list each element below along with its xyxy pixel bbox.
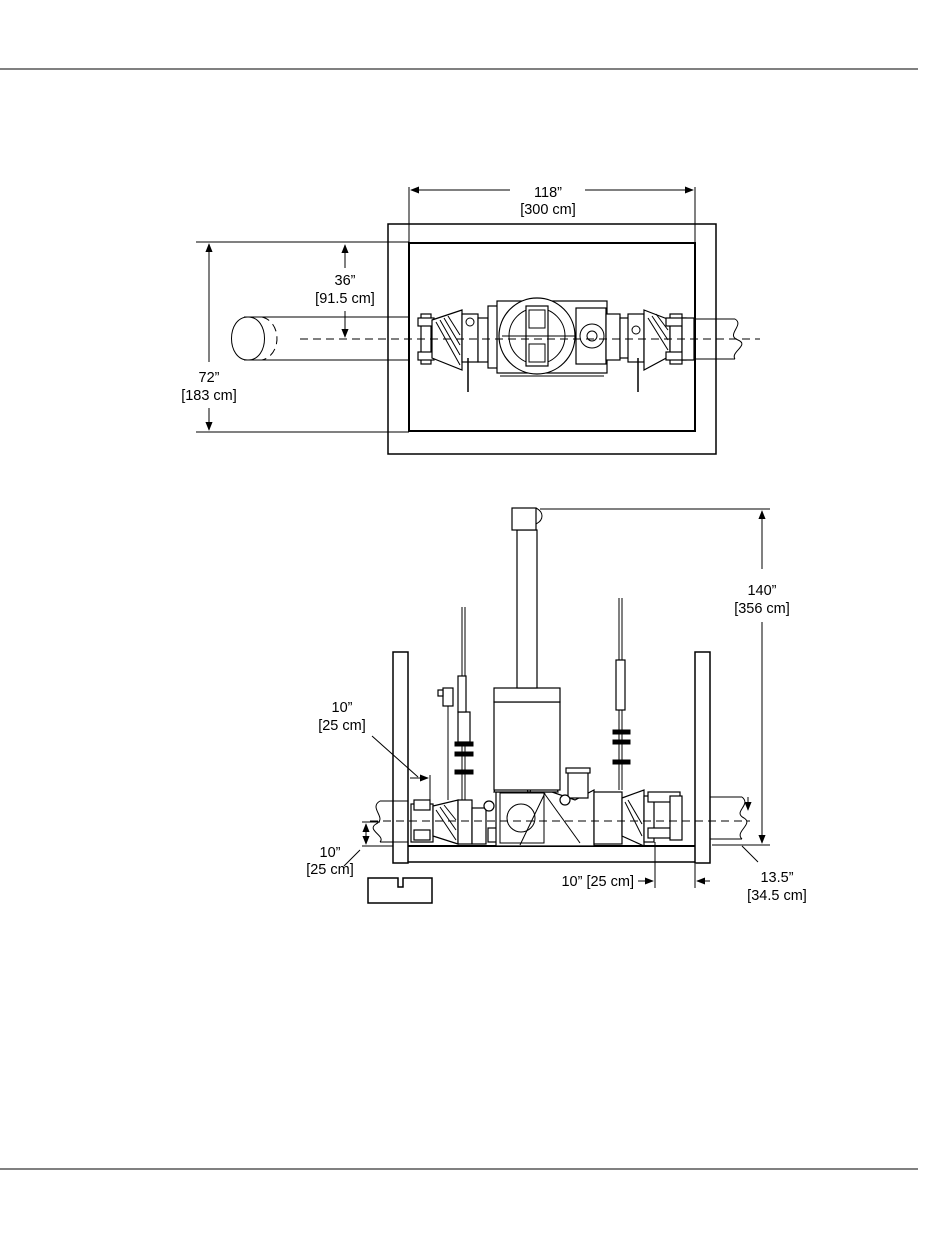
- pump-body-elevation: [472, 508, 594, 846]
- outlet-pipe-elevation: [710, 797, 747, 839]
- right-valve-elevation: [594, 598, 682, 846]
- wall-thickness-metric: [25 cm]: [318, 718, 366, 734]
- pipe-height-label: 13.5”: [760, 870, 793, 886]
- base-height-dimension: [344, 822, 393, 866]
- elevation-height-label: 140”: [747, 583, 776, 599]
- plan-width-metric: [300 cm]: [520, 202, 576, 218]
- plan-width-label: 118”: [534, 185, 562, 201]
- right-wall: [695, 652, 710, 863]
- left-valve-elevation: [411, 607, 473, 844]
- left-wall: [393, 652, 408, 863]
- plan-height-label: 72”: [199, 370, 220, 386]
- pipe-height-metric: [34.5 cm]: [747, 888, 807, 904]
- plan-centerline-label: 36”: [335, 273, 356, 289]
- clearance-dimension: [638, 842, 710, 888]
- plan-height-metric: [183 cm]: [181, 388, 237, 404]
- wall-thickness-label: 10”: [332, 700, 353, 716]
- wall-thickness-dimension: [372, 736, 430, 800]
- base-height-label: 10”: [320, 845, 341, 861]
- pipe-height-dimension: [742, 797, 758, 862]
- plan-centerline-metric: [91.5 cm]: [315, 291, 375, 307]
- pump-assembly-plan: [418, 298, 694, 392]
- elevation-height-metric: [356 cm]: [734, 601, 790, 617]
- base-height-metric: [25 cm]: [306, 862, 354, 878]
- plan-view: [196, 187, 760, 454]
- clearance-label: 10” [25 cm]: [561, 874, 634, 890]
- elevation-view: [344, 508, 770, 903]
- foundation-footing: [368, 878, 432, 903]
